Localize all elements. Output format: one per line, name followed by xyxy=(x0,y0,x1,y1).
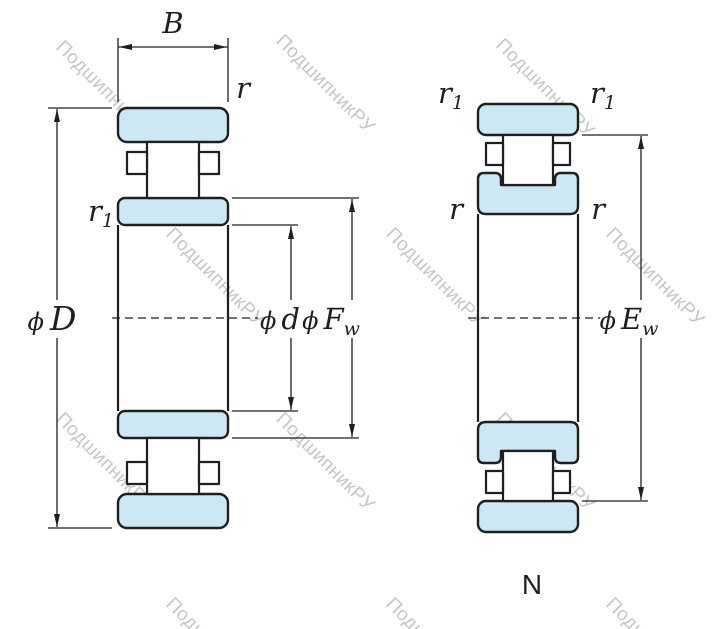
watermark-text: ПодшипникРУ xyxy=(381,224,488,331)
right-cage-bar xyxy=(551,469,572,495)
right-cage-bar xyxy=(484,469,505,495)
right-cage-bar xyxy=(484,141,505,167)
arrowhead-left xyxy=(119,44,132,50)
watermark-text: ПодшипникРУ xyxy=(161,224,268,331)
left-inner-ring-bottom-section xyxy=(116,409,230,440)
left-cage-bar xyxy=(125,150,149,176)
dimension-width-B: B xyxy=(117,6,229,102)
arrowhead-up xyxy=(54,109,60,122)
left-outer-ring-top-section xyxy=(116,106,230,144)
right-cage-bar xyxy=(551,141,572,167)
watermark-text: ПодшипникРУ xyxy=(161,594,268,629)
chamfer-r-label-left-figure: r xyxy=(236,71,252,105)
watermark-text: ПодшипникРУ xyxy=(271,409,378,516)
chamfer-r1-label-left-figure: r1 xyxy=(88,194,114,232)
left-cage-bar xyxy=(125,460,149,486)
left-cage-bar xyxy=(197,460,221,486)
watermark-text: ПодшипникРУ xyxy=(601,224,708,331)
arrowhead-up xyxy=(638,136,644,149)
right-inner-ring-top-section xyxy=(476,171,580,216)
chamfer-r-label-right-figure-left: r xyxy=(449,192,465,226)
right-roller-top xyxy=(501,133,555,187)
right-outer-ring-top-section xyxy=(476,102,580,137)
watermark-text: ПодшипникРУ xyxy=(381,594,488,629)
right-outer-ring-bottom-section xyxy=(476,499,580,534)
left-outer-ring-bottom-section xyxy=(116,492,230,530)
left-bearing-figure xyxy=(116,106,230,530)
left-cage-bar xyxy=(197,150,221,176)
width-label: B xyxy=(161,6,183,40)
left-roller-bottom xyxy=(145,436,201,496)
arrowhead-down xyxy=(349,424,355,437)
arrowhead-down xyxy=(288,397,294,410)
arrowhead-down xyxy=(54,514,60,527)
design-designation-label: N xyxy=(522,569,542,600)
arrowhead-right xyxy=(214,44,227,50)
chamfer-r1-label-right-figure-right: r1 xyxy=(590,76,616,114)
watermark-text: ПодшипникРУ xyxy=(601,594,708,629)
chamfer-r1-label-right-figure-left: r1 xyxy=(438,76,464,114)
right-bearing-figure xyxy=(476,102,580,534)
left-roller-top xyxy=(145,140,201,200)
watermark-text: ПодшипникРУ xyxy=(271,31,378,138)
right-roller-bottom xyxy=(501,449,555,503)
chamfer-r-label-right-figure-right: r xyxy=(591,192,607,226)
arrowhead-up xyxy=(288,226,294,239)
right-inner-ring-bottom-section xyxy=(476,420,580,465)
arrowhead-up xyxy=(349,199,355,212)
arrowhead-down xyxy=(638,487,644,500)
left-inner-ring-top-section xyxy=(116,196,230,227)
